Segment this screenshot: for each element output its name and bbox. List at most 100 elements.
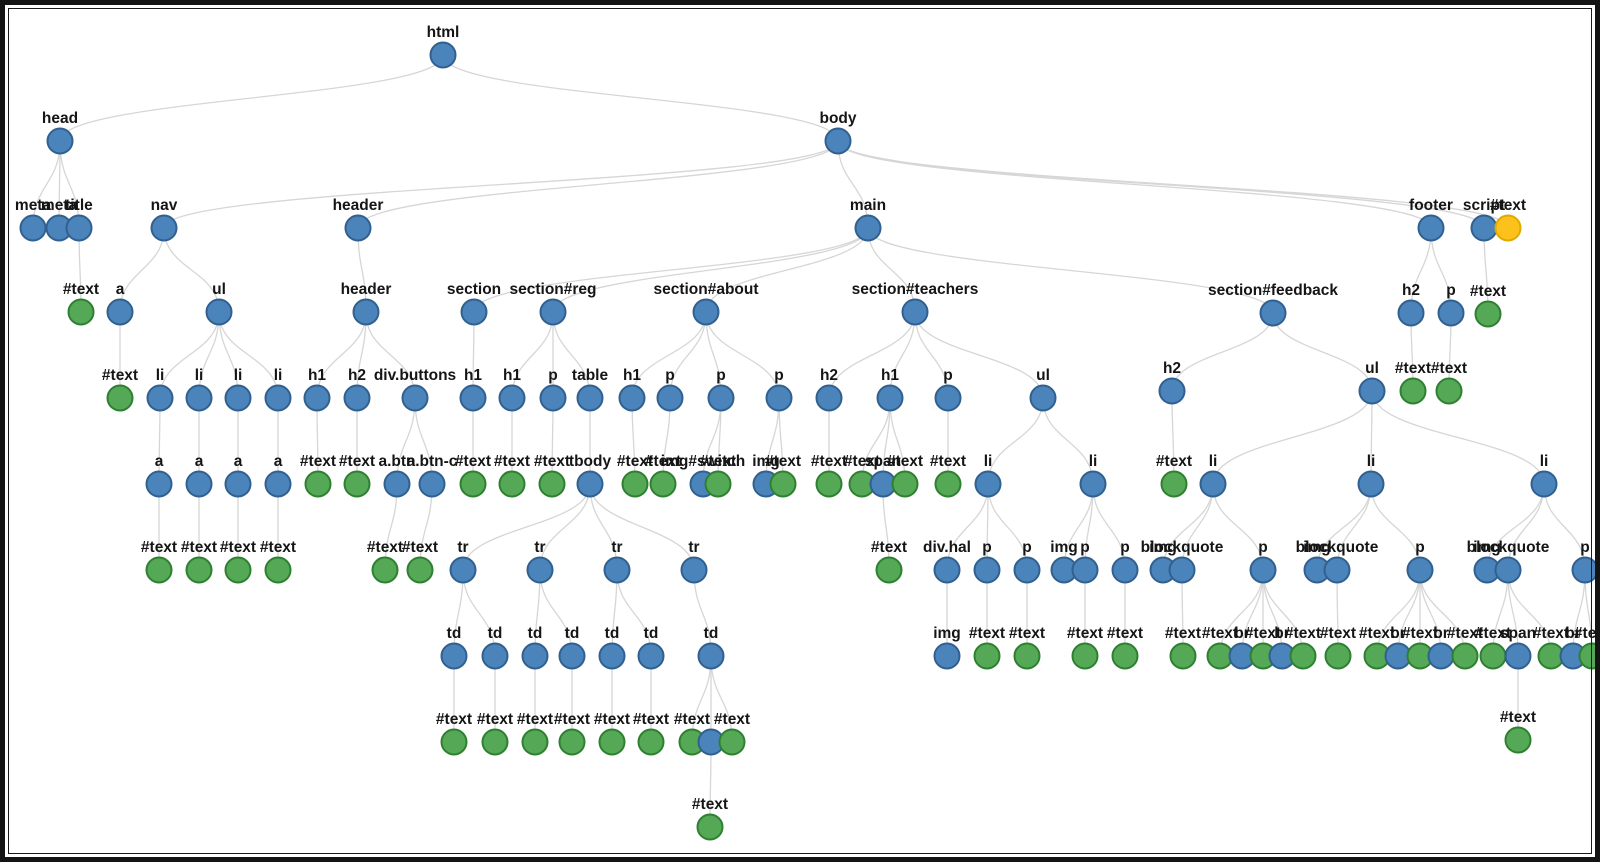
node-text[interactable] (1291, 644, 1316, 669)
node-li[interactable] (148, 386, 173, 411)
node-text[interactable] (1437, 379, 1462, 404)
node-tr[interactable] (682, 558, 707, 583)
node-img[interactable] (935, 644, 960, 669)
node-p[interactable] (1015, 558, 1040, 583)
node-li[interactable] (1201, 472, 1226, 497)
node-text[interactable] (226, 558, 251, 583)
node-h2[interactable] (345, 386, 370, 411)
node-td[interactable] (442, 644, 467, 669)
node-p[interactable] (658, 386, 683, 411)
node-p[interactable] (1439, 301, 1464, 326)
node-text[interactable] (720, 730, 745, 755)
node-h2[interactable] (1160, 379, 1185, 404)
node-blockquote[interactable] (1496, 558, 1521, 583)
node-text[interactable] (706, 472, 731, 497)
node-text[interactable] (1580, 644, 1600, 669)
node-text[interactable] (623, 472, 648, 497)
node-h1[interactable] (461, 386, 486, 411)
node-text[interactable] (1171, 644, 1196, 669)
node-text[interactable] (540, 472, 565, 497)
node-li[interactable] (266, 386, 291, 411)
node-ul[interactable] (207, 300, 232, 325)
node-text[interactable] (373, 558, 398, 583)
node-text[interactable] (523, 730, 548, 755)
node-td[interactable] (560, 644, 585, 669)
node-text[interactable] (1496, 216, 1521, 241)
node-head[interactable] (48, 129, 73, 154)
node-header[interactable] (354, 300, 379, 325)
node-span[interactable] (1506, 644, 1531, 669)
node-text[interactable] (345, 472, 370, 497)
node-section-feedback[interactable] (1261, 301, 1286, 326)
node-li[interactable] (1081, 472, 1106, 497)
node-ul[interactable] (1360, 379, 1385, 404)
node-text[interactable] (1073, 644, 1098, 669)
node-div-hal[interactable] (935, 558, 960, 583)
node-a[interactable] (108, 300, 133, 325)
node-p[interactable] (709, 386, 734, 411)
node-section-teachers[interactable] (903, 300, 928, 325)
node-h2[interactable] (817, 386, 842, 411)
node-p[interactable] (936, 386, 961, 411)
node-section-about[interactable] (694, 300, 719, 325)
node-text[interactable] (1453, 644, 1478, 669)
node-text[interactable] (698, 815, 723, 840)
node-li[interactable] (1359, 472, 1384, 497)
node-h1[interactable] (878, 386, 903, 411)
node-nav[interactable] (152, 216, 177, 241)
node-text[interactable] (771, 472, 796, 497)
node-text[interactable] (877, 558, 902, 583)
node-a[interactable] (226, 472, 251, 497)
node-text[interactable] (187, 558, 212, 583)
node-li[interactable] (1532, 472, 1557, 497)
node-td[interactable] (523, 644, 548, 669)
node-title[interactable] (67, 216, 92, 241)
node-body[interactable] (826, 129, 851, 154)
node-p[interactable] (541, 386, 566, 411)
node-table[interactable] (578, 386, 603, 411)
node-tbody[interactable] (578, 472, 603, 497)
node-text[interactable] (461, 472, 486, 497)
node-p[interactable] (1251, 558, 1276, 583)
node-text[interactable] (817, 472, 842, 497)
node-a-btn-c[interactable] (420, 472, 445, 497)
node-a[interactable] (187, 472, 212, 497)
node-h2[interactable] (1399, 301, 1424, 326)
node-h1[interactable] (500, 386, 525, 411)
node-a[interactable] (266, 472, 291, 497)
node-text[interactable] (975, 644, 1000, 669)
node-text[interactable] (108, 386, 133, 411)
node-td[interactable] (699, 644, 724, 669)
node-a-btn[interactable] (385, 472, 410, 497)
node-text[interactable] (266, 558, 291, 583)
node-text[interactable] (936, 472, 961, 497)
node-meta[interactable] (21, 216, 46, 241)
node-text[interactable] (1326, 644, 1351, 669)
node-text[interactable] (483, 730, 508, 755)
node-tr[interactable] (605, 558, 630, 583)
node-header[interactable] (346, 216, 371, 241)
node-p[interactable] (1408, 558, 1433, 583)
node-p[interactable] (1113, 558, 1138, 583)
node-text[interactable] (306, 472, 331, 497)
node-script[interactable] (1472, 216, 1497, 241)
node-text[interactable] (560, 730, 585, 755)
node-td[interactable] (600, 644, 625, 669)
node-text[interactable] (600, 730, 625, 755)
node-p[interactable] (767, 386, 792, 411)
node-blockquote[interactable] (1170, 558, 1195, 583)
node-tr[interactable] (528, 558, 553, 583)
node-text[interactable] (1481, 644, 1506, 669)
node-text[interactable] (147, 558, 172, 583)
node-blockquote[interactable] (1325, 558, 1350, 583)
node-text[interactable] (1401, 379, 1426, 404)
node-text[interactable] (1476, 302, 1501, 327)
node-main[interactable] (856, 216, 881, 241)
node-ul[interactable] (1031, 386, 1056, 411)
node-text[interactable] (1015, 644, 1040, 669)
node-br[interactable] (1429, 644, 1454, 669)
node-text[interactable] (639, 730, 664, 755)
node-text[interactable] (408, 558, 433, 583)
node-h1[interactable] (620, 386, 645, 411)
node-li[interactable] (976, 472, 1001, 497)
